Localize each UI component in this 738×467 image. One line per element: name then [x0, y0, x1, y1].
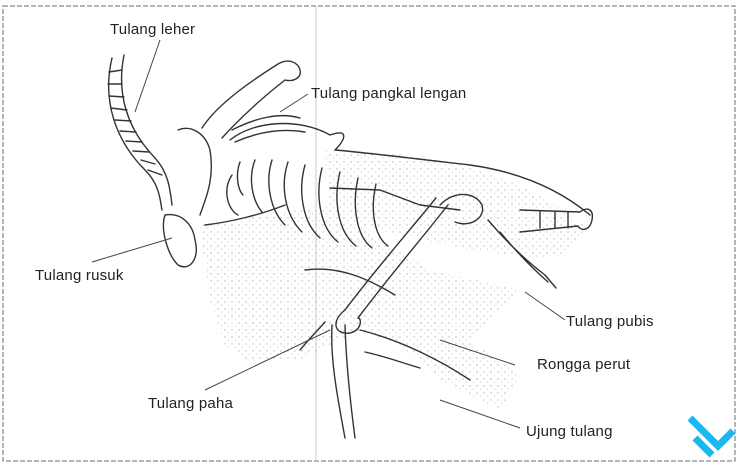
upper-arm-bone [202, 61, 305, 142]
label-tulang-paha: Tulang paha [148, 396, 233, 411]
label-tulang-pangkal-lengan: Tulang pangkal lengan [311, 86, 466, 101]
label-tulang-rusuk: Tulang rusuk [35, 268, 124, 283]
label-tulang-leher: Tulang leher [110, 22, 195, 37]
label-ujung-tulang: Ujung tulang [526, 424, 613, 439]
head-outline [163, 215, 196, 267]
shoulder-outline [178, 128, 211, 215]
neck-vertebrae [108, 55, 172, 210]
label-tulang-pubis: Tulang pubis [566, 314, 654, 329]
logo-mark [690, 418, 733, 455]
label-rongga-perut: Rongga perut [537, 357, 630, 372]
